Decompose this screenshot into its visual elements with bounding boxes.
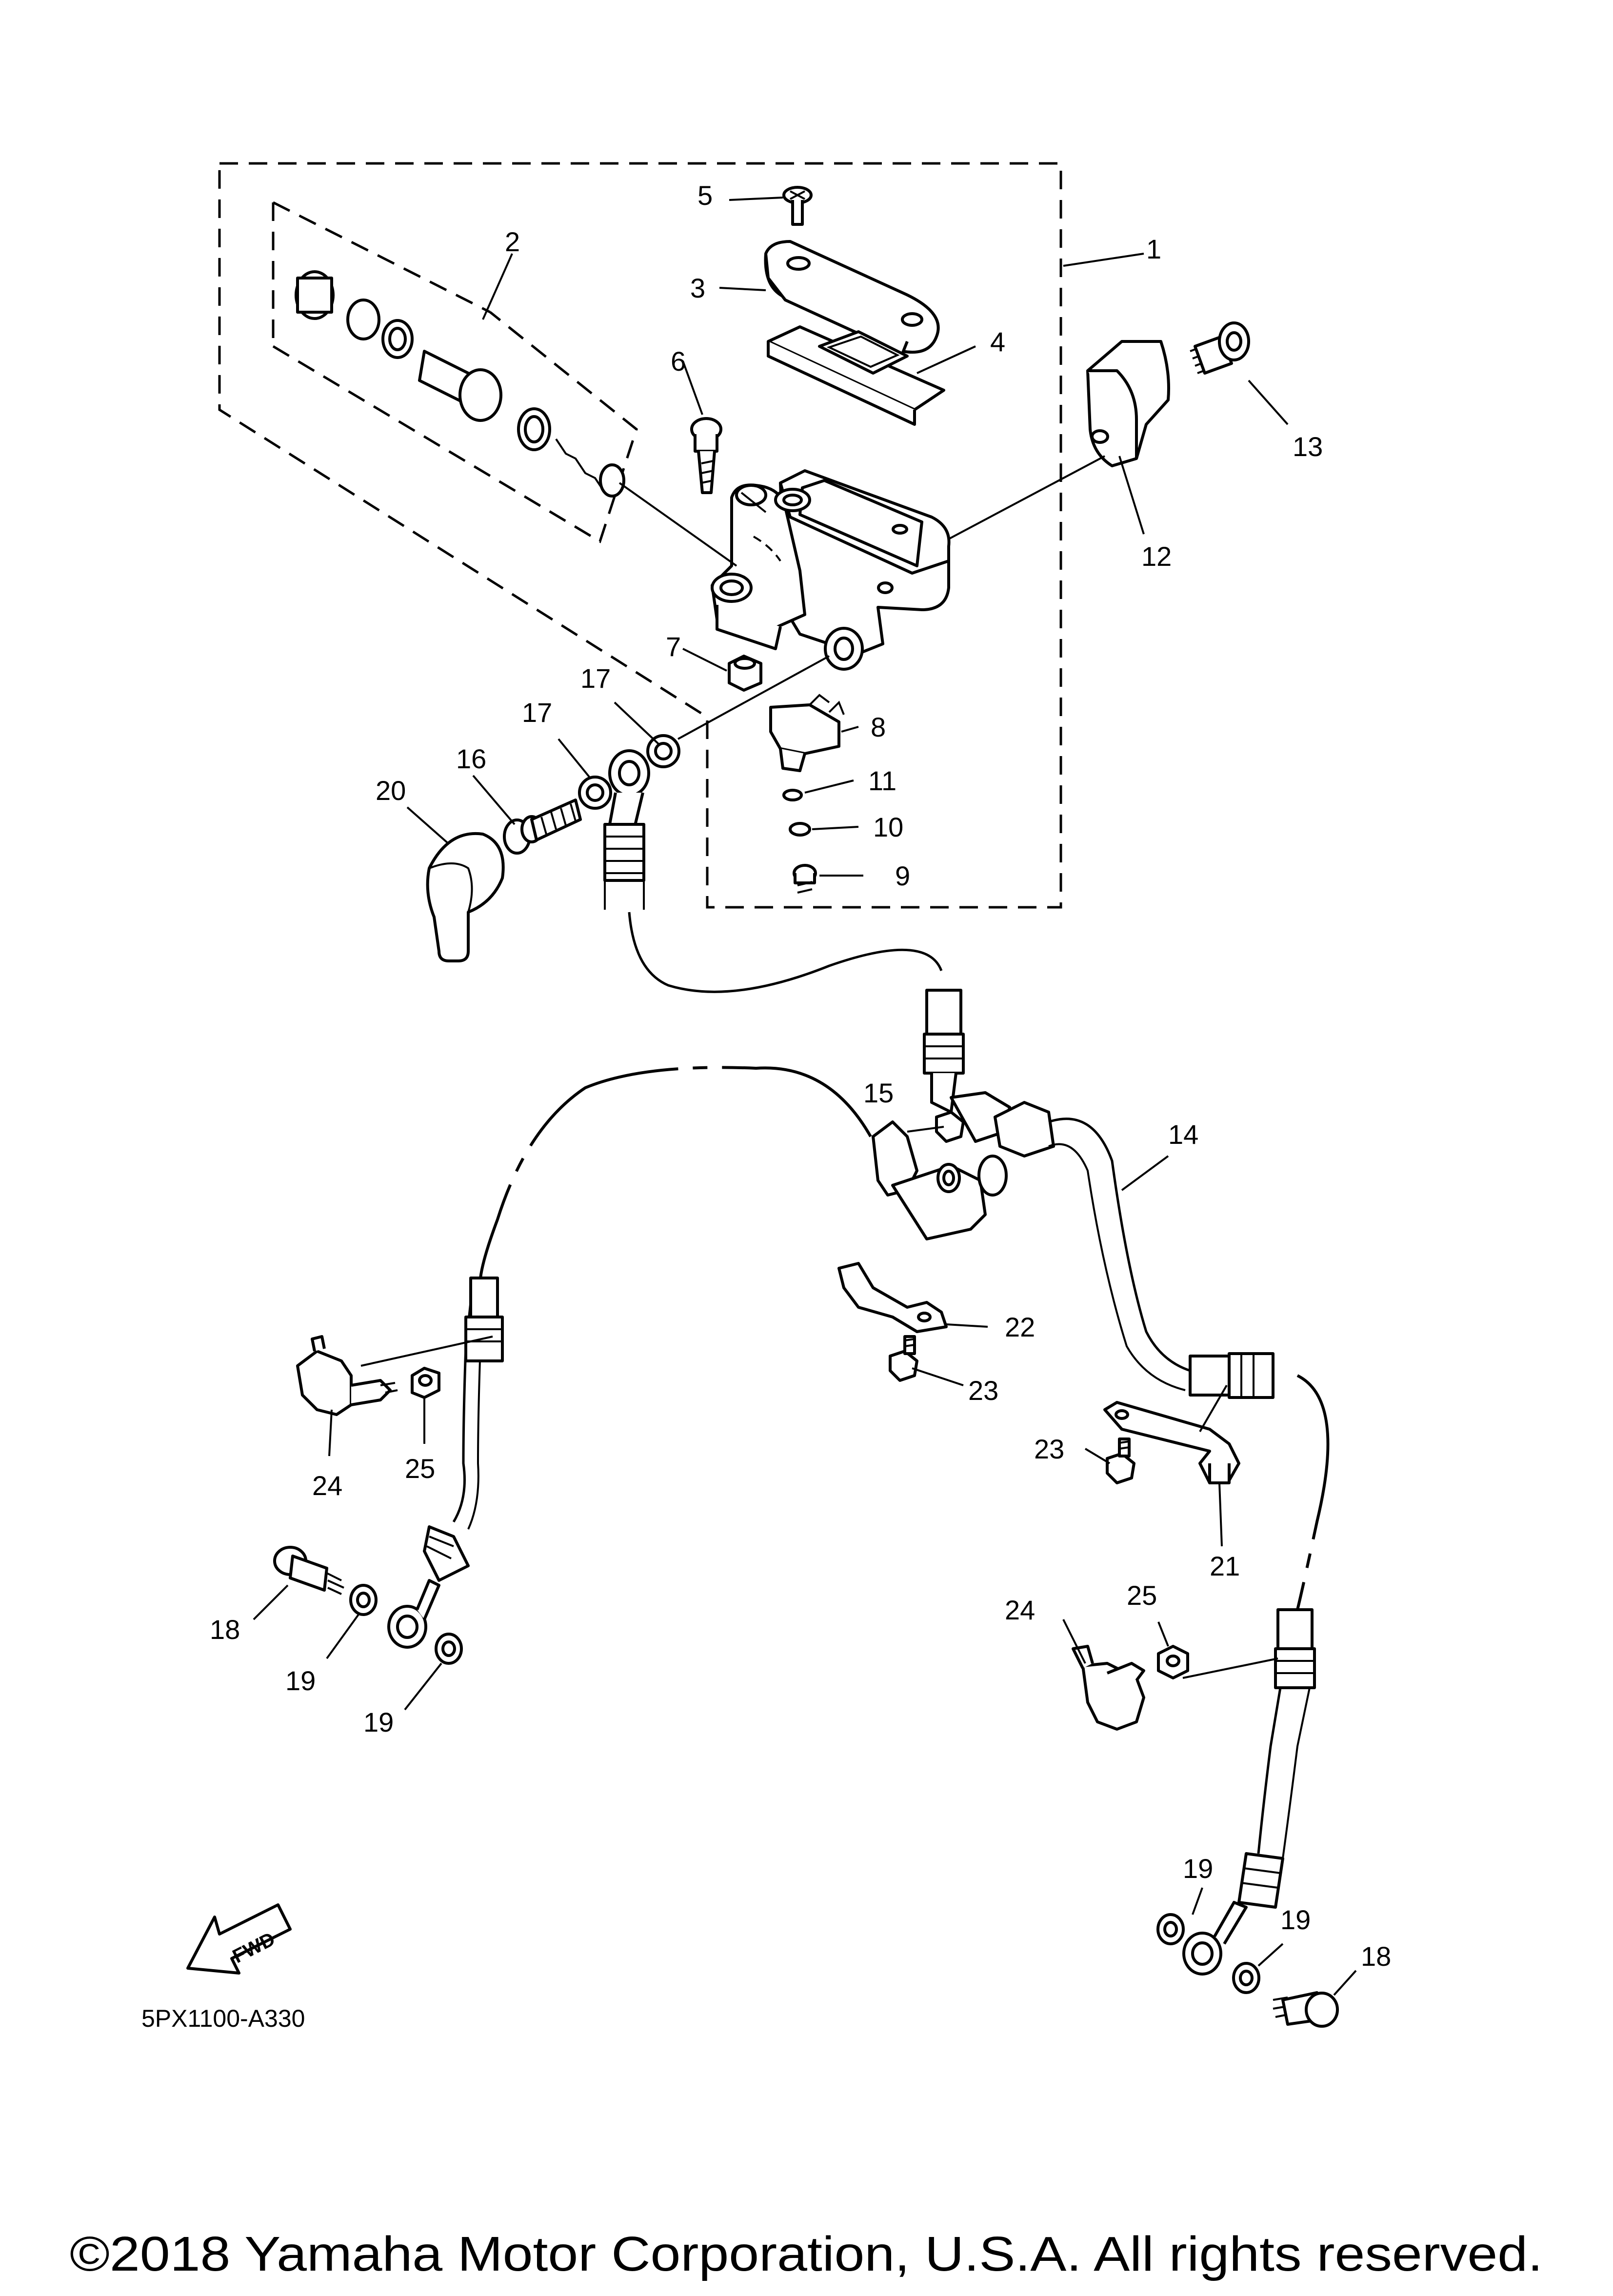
callout-19-right-b: 19: [1280, 1904, 1311, 1935]
hose-fitting-right-bottom: [1237, 1852, 1284, 1909]
diaphragm-4: [767, 325, 945, 426]
callout-16: 16: [456, 743, 486, 774]
washer-10: [789, 822, 811, 837]
brake-hose-upper: [628, 912, 943, 993]
nut-25-right: [1157, 1645, 1189, 1679]
union-bolt-18-left: [273, 1546, 344, 1595]
callout-18-right: 18: [1361, 1941, 1391, 1972]
union-bolt-16: [503, 799, 582, 855]
bolt-23-lower: [1106, 1437, 1135, 1484]
callout-19-left-b: 19: [363, 1707, 394, 1737]
lever-bolt-6: [690, 417, 722, 494]
cap-screw-5: [782, 186, 813, 226]
callout-7: 7: [666, 631, 681, 662]
brake-hose-right-lower: [1296, 1374, 1330, 1610]
hose-fitting-upper-lower: [923, 989, 965, 1114]
callout-25-right: 25: [1127, 1580, 1157, 1611]
three-way-joint: [872, 1091, 1055, 1240]
brake-hose-right-lowest: [1257, 1687, 1282, 1854]
hose-fitting-left: [423, 1277, 504, 1582]
callout-23-upper: 23: [968, 1375, 998, 1406]
union-bolt-18-right: [1273, 1991, 1339, 2028]
hose-fitting-right-lower: [1274, 1608, 1316, 1689]
washer-19-left-b: [435, 1633, 463, 1665]
bracket-22: [837, 1262, 948, 1333]
banjo-lower-right: [1182, 1901, 1248, 1976]
callout-4: 4: [990, 326, 1005, 357]
hose-fitting-right: [1189, 1352, 1274, 1399]
brake-hose-left-lower: [452, 1302, 472, 1523]
leader-lines: [253, 197, 1357, 1996]
callout-3: 3: [690, 273, 705, 303]
callout-1: 1: [1146, 234, 1161, 264]
callout-2: 2: [505, 226, 520, 257]
callout-22: 22: [1005, 1312, 1035, 1342]
brake-hose-left-lower-edge: [467, 1302, 486, 1530]
callout-9: 9: [895, 860, 910, 891]
callout-24-right: 24: [1005, 1595, 1035, 1625]
callout-13: 13: [1293, 431, 1323, 462]
callout-17a: 17: [522, 697, 552, 728]
callout-19-left-a: 19: [285, 1665, 316, 1696]
holder-12: [1086, 340, 1170, 467]
clamp-24-left: [296, 1335, 398, 1416]
assembly-outline-1: [218, 162, 1062, 909]
brake-hose-right-edge: [1048, 1143, 1186, 1391]
callout-5: 5: [697, 180, 713, 211]
clamp-24-right: [1072, 1645, 1145, 1731]
brake-hose-left: [479, 1066, 872, 1278]
bolt-23-upper: [889, 1335, 918, 1382]
callout-18-left: 18: [210, 1614, 240, 1645]
nut-7: [728, 655, 762, 692]
nut-25-left: [411, 1367, 440, 1399]
callout-8: 8: [871, 712, 886, 742]
diagram-code: 5PX1100-A330: [141, 2005, 305, 2032]
copper-washer-17: [578, 776, 612, 810]
cover-20: [426, 832, 505, 962]
reservoir-cap-3: [764, 240, 940, 355]
callout-15: 15: [863, 1078, 894, 1108]
callout-24-left: 24: [312, 1470, 342, 1501]
washer-19-left-a: [349, 1584, 378, 1616]
bolt-13: [1190, 321, 1250, 375]
callout-6: 6: [671, 346, 686, 377]
brake-switch-8: [769, 694, 845, 772]
callout-20: 20: [376, 775, 406, 806]
hose-end-upper: [604, 880, 645, 910]
banjo-lower-left: [387, 1579, 440, 1649]
banjo-fitting: [603, 749, 650, 882]
circlip-11: [782, 789, 803, 801]
bracket-21: [1103, 1401, 1240, 1484]
callout-14: 14: [1168, 1119, 1198, 1150]
piston-kit-parts: [295, 270, 625, 498]
washer-19-right-b: [1232, 1962, 1260, 1994]
callout-labels: 1 2 3 4 5 6 7 8 9 10 11 12 13 14 15 16 1…: [210, 180, 1391, 1972]
callout-21: 21: [1210, 1551, 1240, 1581]
copper-washer-17b: [646, 734, 680, 768]
screw-9: [793, 864, 817, 894]
callout-19-right-a: 19: [1183, 1853, 1213, 1884]
bleed-screw-15: [935, 1111, 965, 1143]
callout-10: 10: [873, 812, 903, 842]
washer-19-right-a: [1156, 1913, 1185, 1945]
brake-hose-right: [1048, 1118, 1191, 1372]
fwd-arrow-icon: FWD: [186, 1903, 292, 1975]
master-cylinder-body: [711, 469, 951, 671]
callout-12: 12: [1141, 541, 1172, 572]
callout-11: 11: [868, 765, 896, 796]
callout-23-lower: 23: [1034, 1434, 1064, 1464]
copyright-notice: ©2018 Yamaha Motor Corporation, U.S.A. A…: [70, 2227, 1543, 2281]
callout-25-left: 25: [405, 1453, 435, 1484]
callout-17b: 17: [580, 663, 611, 694]
brake-hose-right-lowest-edge: [1282, 1687, 1311, 1859]
